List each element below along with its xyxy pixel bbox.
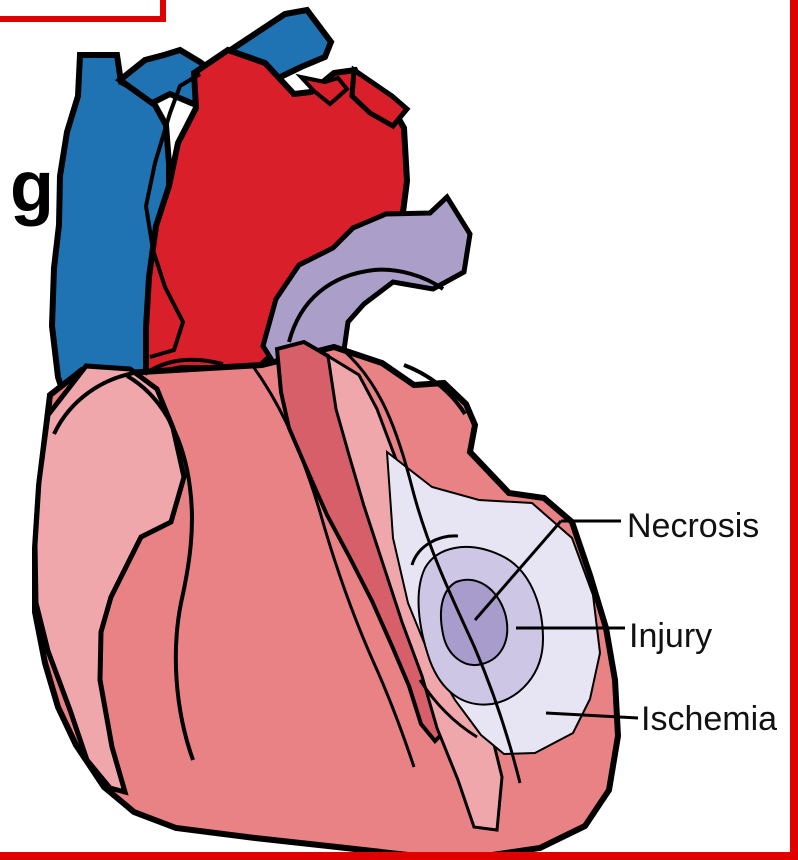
injury-label: Injury <box>629 617 712 655</box>
heart-body <box>35 342 618 858</box>
ischemia-label: Ischemia <box>641 700 797 738</box>
necrosis-label: Necrosis <box>627 507 759 545</box>
red-right-border <box>790 0 798 860</box>
partial-heading-letter: g <box>0 157 54 237</box>
red-bottom-border <box>0 852 798 860</box>
red-highlight-box <box>0 0 166 22</box>
